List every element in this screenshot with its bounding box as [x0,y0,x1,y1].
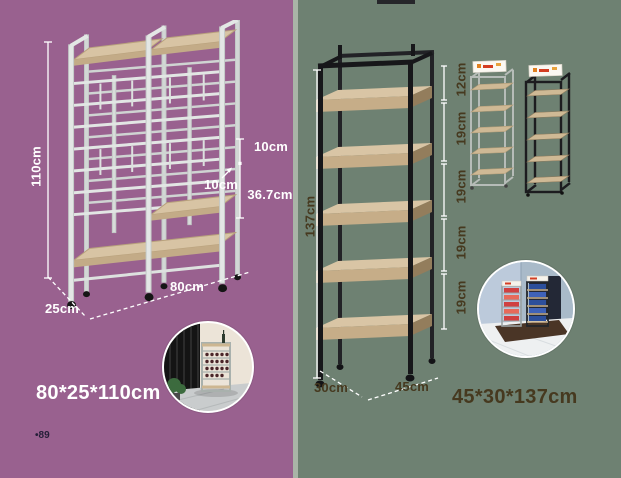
red-goods-shelf-photo [501,280,522,327]
left-panel-background [0,0,293,478]
left-lower-section-label: 36.7cm [247,187,293,202]
right-tier-label-4: 19cm [453,225,469,260]
right-width-label: 45cm [394,379,430,394]
left-top-section-label: 10cm [253,139,289,154]
blue-goods-shelf-photo [526,275,549,327]
right-tier-label-1: 12cm [453,62,469,97]
wine-rack-photo [201,330,231,392]
right-tier-label-2: 19cm [453,111,469,146]
lifestyle-photo-inset-left [162,321,254,413]
right-tier-label-5: 19cm [453,280,469,315]
panel-divider [293,0,298,478]
lifestyle-photo-inset-right [477,260,575,358]
left-height-label: 110cm [28,146,44,187]
left-width-label: 80cm [169,279,205,294]
right-depth-label: 30cm [313,380,349,395]
right-size-label: 45*30*137cm [452,386,578,408]
right-height-label: 137cm [302,195,318,238]
right-tier-label-3: 19cm [453,169,469,204]
left-size-label: 80*25*110cm [36,382,161,404]
left-depth-label: 25cm [44,301,80,316]
left-slot-gap-label: 10cm [203,177,239,192]
left-footnote: •89 [35,430,50,441]
